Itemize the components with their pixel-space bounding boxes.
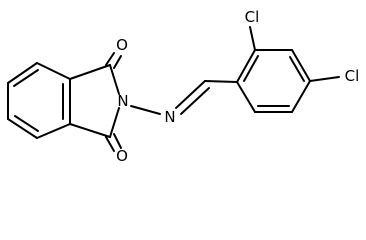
bond bbox=[236, 81, 256, 113]
bond bbox=[291, 49, 311, 82]
bond bbox=[236, 49, 256, 83]
double-bond bbox=[113, 55, 122, 69]
bond bbox=[36, 123, 71, 139]
dichlorophenyl-ring bbox=[236, 49, 311, 113]
c-cl-bond bbox=[309, 76, 340, 82]
bond bbox=[36, 62, 71, 80]
oxygen-label-top: O bbox=[116, 36, 128, 54]
imide-ring bbox=[69, 64, 120, 138]
nitrogen-label-imide: N bbox=[117, 92, 128, 110]
nitrogen-label-imine: N bbox=[164, 108, 175, 126]
aromatic-bond bbox=[243, 55, 259, 82]
imine-linker bbox=[130, 80, 238, 115]
c-cl-bond bbox=[249, 26, 256, 51]
n-n-bond bbox=[130, 105, 161, 115]
structure-canvas: O N O N Cl Cl bbox=[7, 8, 360, 165]
double-bond bbox=[105, 52, 115, 66]
bond bbox=[291, 80, 311, 113]
aromatic-bond bbox=[14, 115, 39, 132]
bond bbox=[7, 118, 38, 139]
bond bbox=[109, 107, 120, 138]
chlorine-label-para: Cl bbox=[345, 67, 360, 85]
aromatic-bond bbox=[13, 69, 39, 87]
imine-double-bond bbox=[175, 80, 206, 109]
aromatic-bond bbox=[289, 56, 305, 82]
chlorine-label-ortho: Cl bbox=[245, 8, 260, 26]
bond bbox=[204, 80, 238, 83]
bond bbox=[7, 62, 38, 84]
chloro-bonds bbox=[249, 26, 340, 82]
oxygen-label-bottom: O bbox=[116, 147, 128, 165]
carbonyl-bonds bbox=[105, 52, 122, 152]
double-bond bbox=[113, 133, 122, 149]
bond bbox=[69, 123, 111, 138]
bond bbox=[69, 64, 111, 80]
imine-double-bond bbox=[180, 87, 210, 115]
molecule-structure: O N O N Cl Cl bbox=[7, 8, 360, 165]
double-bond bbox=[105, 136, 115, 152]
bond bbox=[109, 64, 120, 95]
benzo-ring bbox=[7, 62, 71, 139]
